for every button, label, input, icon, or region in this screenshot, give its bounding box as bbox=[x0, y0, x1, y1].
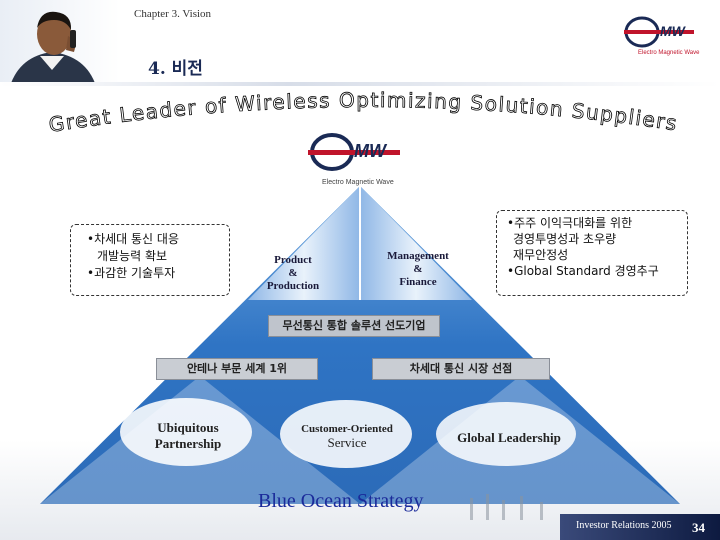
management-pillar-label: Management & Finance bbox=[376, 250, 460, 289]
technology-line-1: •차세대 통신 대응 bbox=[87, 232, 179, 246]
technology-line-3: •과감한 기술투자 bbox=[87, 266, 176, 280]
finance-box: •주주 이익극대화를 위한 경영투명성과 초우량 재무안정성 •Global S… bbox=[496, 210, 688, 296]
company-logo: MW Electro Magnetic Wave bbox=[624, 16, 700, 56]
page-number: 34 bbox=[692, 520, 705, 535]
production-label: Production bbox=[266, 280, 320, 292]
center-logo-tagline: Electro Magnetic Wave bbox=[322, 179, 394, 186]
logo-tagline: Electro Magnetic Wave bbox=[638, 50, 700, 56]
center-logo: MW Electro Magnetic Wave bbox=[308, 133, 400, 186]
presenter-photo bbox=[0, 0, 120, 86]
footer-text: Investor Relations 2005 bbox=[576, 520, 672, 531]
strategy-label: Blue Ocean Strategy bbox=[258, 490, 424, 512]
product-pillar-label: Product & Production bbox=[254, 254, 332, 293]
management-label: Management bbox=[387, 250, 449, 262]
footer-bar bbox=[560, 514, 720, 540]
vision-headline: Great Leader of Wireless Optimizing Solu… bbox=[47, 88, 679, 138]
management-amp: & bbox=[413, 263, 423, 275]
global-leadership-label: Global Leadership bbox=[457, 430, 561, 445]
chapter-label: Chapter 3. Vision bbox=[134, 8, 212, 20]
svg-text:MW: MW bbox=[660, 23, 687, 39]
svg-text:MW: MW bbox=[354, 141, 388, 161]
product-amp: & bbox=[288, 267, 298, 279]
product-label: Product bbox=[274, 254, 312, 266]
ubiquitous-line-1: Ubiquitous bbox=[157, 420, 219, 435]
ubiquitous-line-2: Partnership bbox=[154, 436, 222, 451]
page-title: 4. 비전 bbox=[148, 59, 203, 79]
finance-line-4: •Global Standard 경영추구 bbox=[507, 264, 659, 278]
ubiquitous-label: Ubiquitous Partnership bbox=[138, 420, 238, 452]
customer-label: Customer-Oriented Service bbox=[288, 422, 406, 451]
technology-box: •차세대 통신 대응 개발능력 확보 •과감한 기술투자 bbox=[70, 224, 230, 296]
leader-banner: 무선통신 통합 솔루션 선도기업 bbox=[268, 315, 440, 337]
finance-line-2: 경영투명성과 초우량 bbox=[513, 232, 617, 246]
finance-label: Finance bbox=[399, 276, 437, 288]
market-banner: 차세대 통신 시장 선점 bbox=[372, 358, 550, 380]
header-divider bbox=[0, 82, 720, 86]
finance-line-1: •주주 이익극대화를 위한 bbox=[507, 216, 633, 230]
customer-line-2: Service bbox=[327, 435, 367, 450]
vision-diagram bbox=[0, 186, 720, 540]
customer-line-1: Customer-Oriented bbox=[301, 423, 393, 435]
antenna-banner: 안테나 부문 세계 1위 bbox=[156, 358, 318, 380]
technology-line-2: 개발능력 확보 bbox=[97, 249, 168, 263]
finance-line-3: 재무안정성 bbox=[513, 248, 569, 262]
